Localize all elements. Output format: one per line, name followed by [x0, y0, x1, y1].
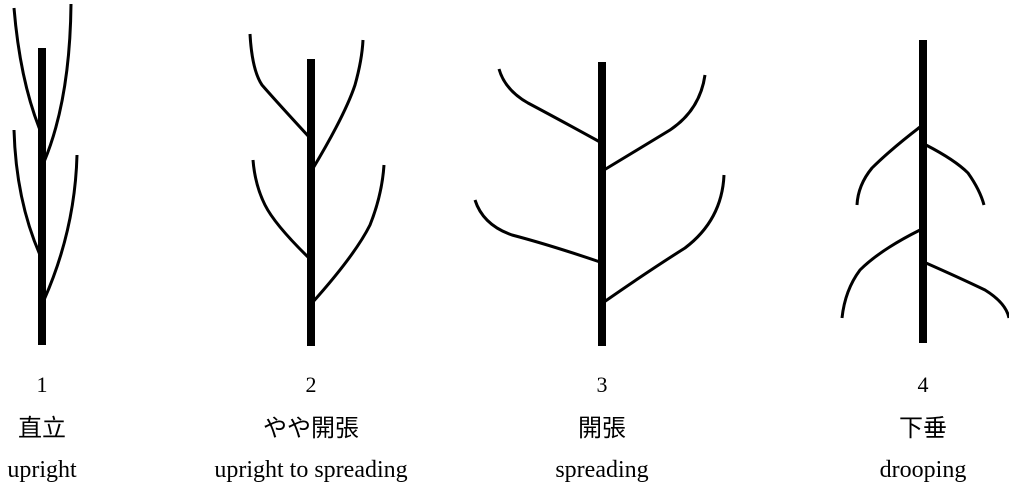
caption-drooping: 4 下垂 drooping	[793, 372, 1009, 484]
panel-label-english: drooping	[793, 456, 1009, 484]
habit-drawing-drooping	[0, 0, 1009, 350]
caption-spreading: 3 開張 spreading	[472, 372, 732, 484]
panel-label-english: spreading	[472, 456, 732, 484]
panel-label-english: upright to spreading	[181, 456, 441, 484]
caption-upright: 1 直立 upright	[0, 372, 172, 484]
branch	[926, 145, 984, 205]
panel-label-japanese: 下垂	[793, 414, 1009, 442]
panel-number: 2	[181, 372, 441, 398]
panel-label-japanese: やや開張	[181, 414, 441, 442]
panel-number: 1	[0, 372, 172, 398]
caption-upright-to-spreading: 2 やや開張 upright to spreading	[181, 372, 441, 484]
branch	[926, 263, 1009, 318]
panel-label-japanese: 開張	[472, 414, 732, 442]
branch	[842, 230, 920, 318]
branch	[857, 127, 920, 205]
panel-number: 3	[472, 372, 732, 398]
panel-label-english: upright	[0, 456, 172, 484]
panel-label-japanese: 直立	[0, 414, 172, 442]
panel-number: 4	[793, 372, 1009, 398]
